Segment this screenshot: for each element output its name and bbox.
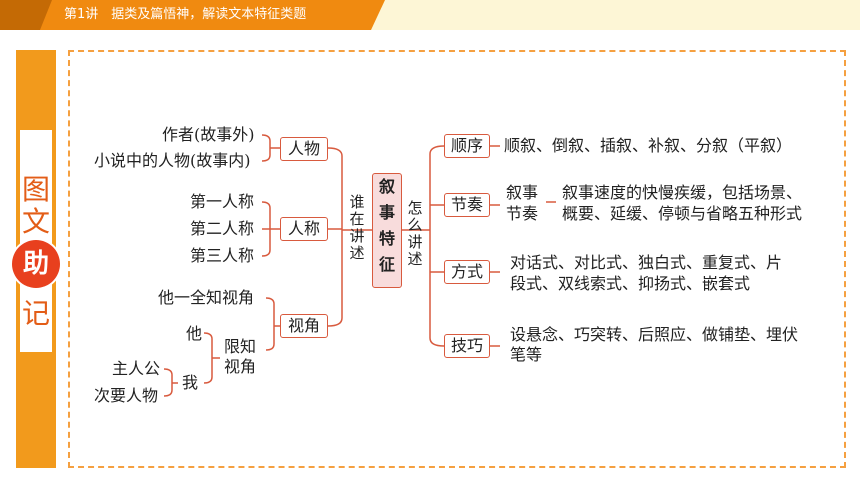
header-tab (0, 0, 385, 30)
node-jiqiao: 技巧 (444, 334, 490, 358)
rencheng-item-second: 第二人称 (190, 219, 255, 238)
bracket-rencheng (261, 201, 280, 257)
jiqiao-text-line2: 笔等 (510, 345, 543, 364)
shijiao-item-wo: 我 (182, 373, 199, 392)
node-rencheng: 人称 (280, 217, 328, 241)
jiezou-sub-line2: 节奏 (506, 204, 539, 223)
shunxu-text: 顺叙、倒叙、插叙、补叙、分叙（平叙） (504, 136, 793, 155)
jiezou-sub-line1: 叙事 (506, 183, 539, 202)
sidebar-char-wen: 文 (21, 205, 50, 238)
jiqiao-text-line1: 设悬念、巧突转、后照应、做铺垫、埋伏 (510, 325, 799, 344)
rencheng-item-third: 第三人称 (190, 246, 255, 265)
node-shijiao: 视角 (280, 314, 328, 338)
node-shunxu: 顺序 (444, 134, 490, 158)
trunk-left (327, 147, 372, 327)
shijiao-item-ta: 他 (186, 324, 203, 343)
sidebar-badge: 助 (12, 240, 60, 288)
bracket-ta-wo (203, 332, 220, 384)
rencheng-item-first: 第一人称 (190, 192, 255, 211)
bracket-renwu (261, 134, 280, 162)
label-how-narrates: 怎 么 讲 述 (407, 199, 423, 268)
trunk-right (402, 145, 445, 347)
node-jiezou: 节奏 (444, 193, 490, 217)
bracket-shijiao (265, 297, 280, 351)
content-frame (68, 50, 846, 468)
fangshi-text-line2: 段式、双线索式、抑扬式、嵌套式 (510, 274, 751, 293)
page-title: 第1讲 据类及篇悟神，解读文本特征类题 (64, 7, 307, 22)
shijiao-item-quanzhi: 他一全知视角 (158, 288, 255, 307)
node-fangshi: 方式 (444, 260, 490, 284)
fangshi-text-line1: 对话式、对比式、独白式、重复式、片 (510, 253, 783, 272)
xianzhi-label-line1: 限知 (224, 337, 257, 356)
sidebar-char-tu: 图 (21, 173, 50, 206)
label-who-narrates: 谁 在 讲 述 (349, 193, 365, 262)
renwu-item-character: 小说中的人物(故事内) (94, 151, 251, 170)
sidebar-char-ji: 记 (21, 297, 50, 330)
wo-item-protagonist: 主人公 (112, 359, 161, 378)
jiezou-text-line2: 概要、延缓、停顿与省略五种形式 (562, 204, 803, 223)
jiezou-text-line1: 叙事速度的快慢疾缓，包括场景、 (562, 183, 803, 202)
header-bar: 第1讲 据类及篇悟神，解读文本特征类题 (0, 0, 860, 30)
node-renwu: 人物 (280, 137, 328, 161)
xianzhi-label-line2: 视角 (224, 357, 257, 376)
bracket-wo (163, 368, 178, 397)
sidebar-char-zhu: 助 (22, 249, 49, 279)
node-center: 叙 事 特 征 (372, 173, 402, 288)
renwu-item-author: 作者(故事外) (162, 125, 255, 144)
wo-item-minor: 次要人物 (94, 386, 159, 405)
